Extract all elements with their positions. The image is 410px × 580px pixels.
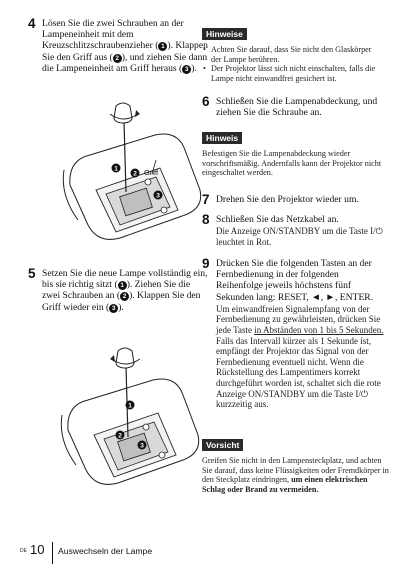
step-number: 7 (202, 192, 210, 207)
callout-marker (130, 168, 140, 178)
hinweis-badge: Hinweis (202, 132, 243, 144)
step-number: 9 (202, 256, 210, 271)
step-number: 8 (202, 212, 210, 227)
step-number: 4 (28, 16, 36, 31)
step-text: Schließen Sie die Lampenabdeckung, und z… (216, 96, 378, 119)
page-number: 10 (30, 542, 45, 557)
figure-lamp-removal: 1 2 3 Griff (60, 100, 210, 250)
callout-marker (153, 190, 163, 200)
svg-text:3: 3 (156, 193, 160, 200)
lamp-insertion-illustration: 1 2 3 (60, 347, 200, 485)
step-6: 6 Schließen Sie die Lampenabdeckung, und… (202, 94, 388, 119)
svg-text:1: 1 (128, 403, 132, 410)
caution-text: Greifen Sie nicht in den Lampensteckplat… (202, 456, 389, 494)
callout-marker: 2 (120, 292, 130, 302)
svg-text:2: 2 (133, 171, 137, 178)
callout-marker: 3 (109, 303, 119, 313)
caution-bold-text: um einen elektrischen Schlag oder Brand … (202, 475, 368, 494)
step-number: 5 (28, 266, 36, 281)
callout-marker: 1 (117, 281, 127, 291)
step-5: 5 Setzen Sie die neue Lampe vollständig … (28, 266, 210, 313)
underlined-text: in Abständen von 1 bis 5 Sekunden. (254, 325, 384, 335)
section-title: Auswechseln der Lampe (58, 546, 153, 556)
language-code: DE (20, 548, 27, 554)
step-subtext: Die Anzeige ON/STANDBY um die Taste I/⏻ … (216, 226, 383, 247)
callout-marker: 1 (158, 42, 168, 52)
figure-lamp-insertion: 1 2 3 (58, 345, 208, 495)
callout-marker (115, 430, 125, 440)
list-item: Achten Sie darauf, dass Sie nicht den Gl… (202, 45, 380, 64)
svg-text:2: 2 (118, 433, 122, 440)
caution-block: Vorsicht Greifen Sie nicht in den Lampen… (202, 435, 390, 494)
note-text: Befestigen Sie die Lampenabdeckung wiede… (202, 149, 382, 178)
step-number: 6 (202, 94, 210, 109)
step-text: Drücken Sie die folgenden Tasten an der … (216, 258, 374, 303)
callout-marker (111, 163, 121, 173)
callout-marker: 3 (182, 64, 192, 74)
griff-label: Griff (144, 168, 159, 177)
svg-text:3: 3 (140, 443, 144, 450)
left-column-lower: 5 Setzen Sie die neue Lampe vollständig … (28, 266, 210, 313)
callout-marker: 2 (112, 53, 122, 63)
step-text: Drehen Sie den Projektor wieder um. (216, 194, 359, 205)
step-7: 7 Drehen Sie den Projektor wieder um. (202, 192, 388, 207)
notes-list: Achten Sie darauf, dass Sie nicht den Gl… (202, 45, 380, 83)
footer-divider (52, 542, 53, 564)
step-4: 4 Lösen Sie die zwei Schrauben an der La… (28, 16, 210, 74)
step-subtext: Um einwandfreien Signalempfang von der F… (216, 303, 384, 410)
note-block: Hinweis Befestigen Sie die Lampenabdecku… (202, 128, 382, 178)
lamp-removal-illustration: 1 2 3 Griff (62, 102, 202, 240)
hinweise-badge: Hinweise (202, 28, 247, 40)
step-8: 8 Schließen Sie das Netzkabel an. Die An… (202, 212, 388, 247)
svg-text:1: 1 (114, 166, 118, 173)
step-9: 9 Drücken Sie die folgenden Tasten an de… (202, 256, 388, 410)
page-footer: DE 10 Auswechseln der Lampe (20, 542, 380, 564)
step-text: Schließen Sie das Netzkabel an. (216, 214, 339, 225)
notes-block: Hinweise Achten Sie darauf, dass Sie nic… (202, 24, 380, 83)
step-text: Lösen Sie die zwei Schrauben an der Lamp… (42, 18, 208, 74)
step-text: Setzen Sie die neue Lampe vollständig ei… (42, 268, 208, 313)
callout-marker (137, 440, 147, 450)
vorsicht-badge: Vorsicht (202, 439, 244, 451)
callout-marker (125, 400, 135, 410)
left-column: 4 Lösen Sie die zwei Schrauben an der La… (28, 16, 210, 74)
list-item: Der Projektor lässt sich nicht einschalt… (202, 64, 380, 83)
